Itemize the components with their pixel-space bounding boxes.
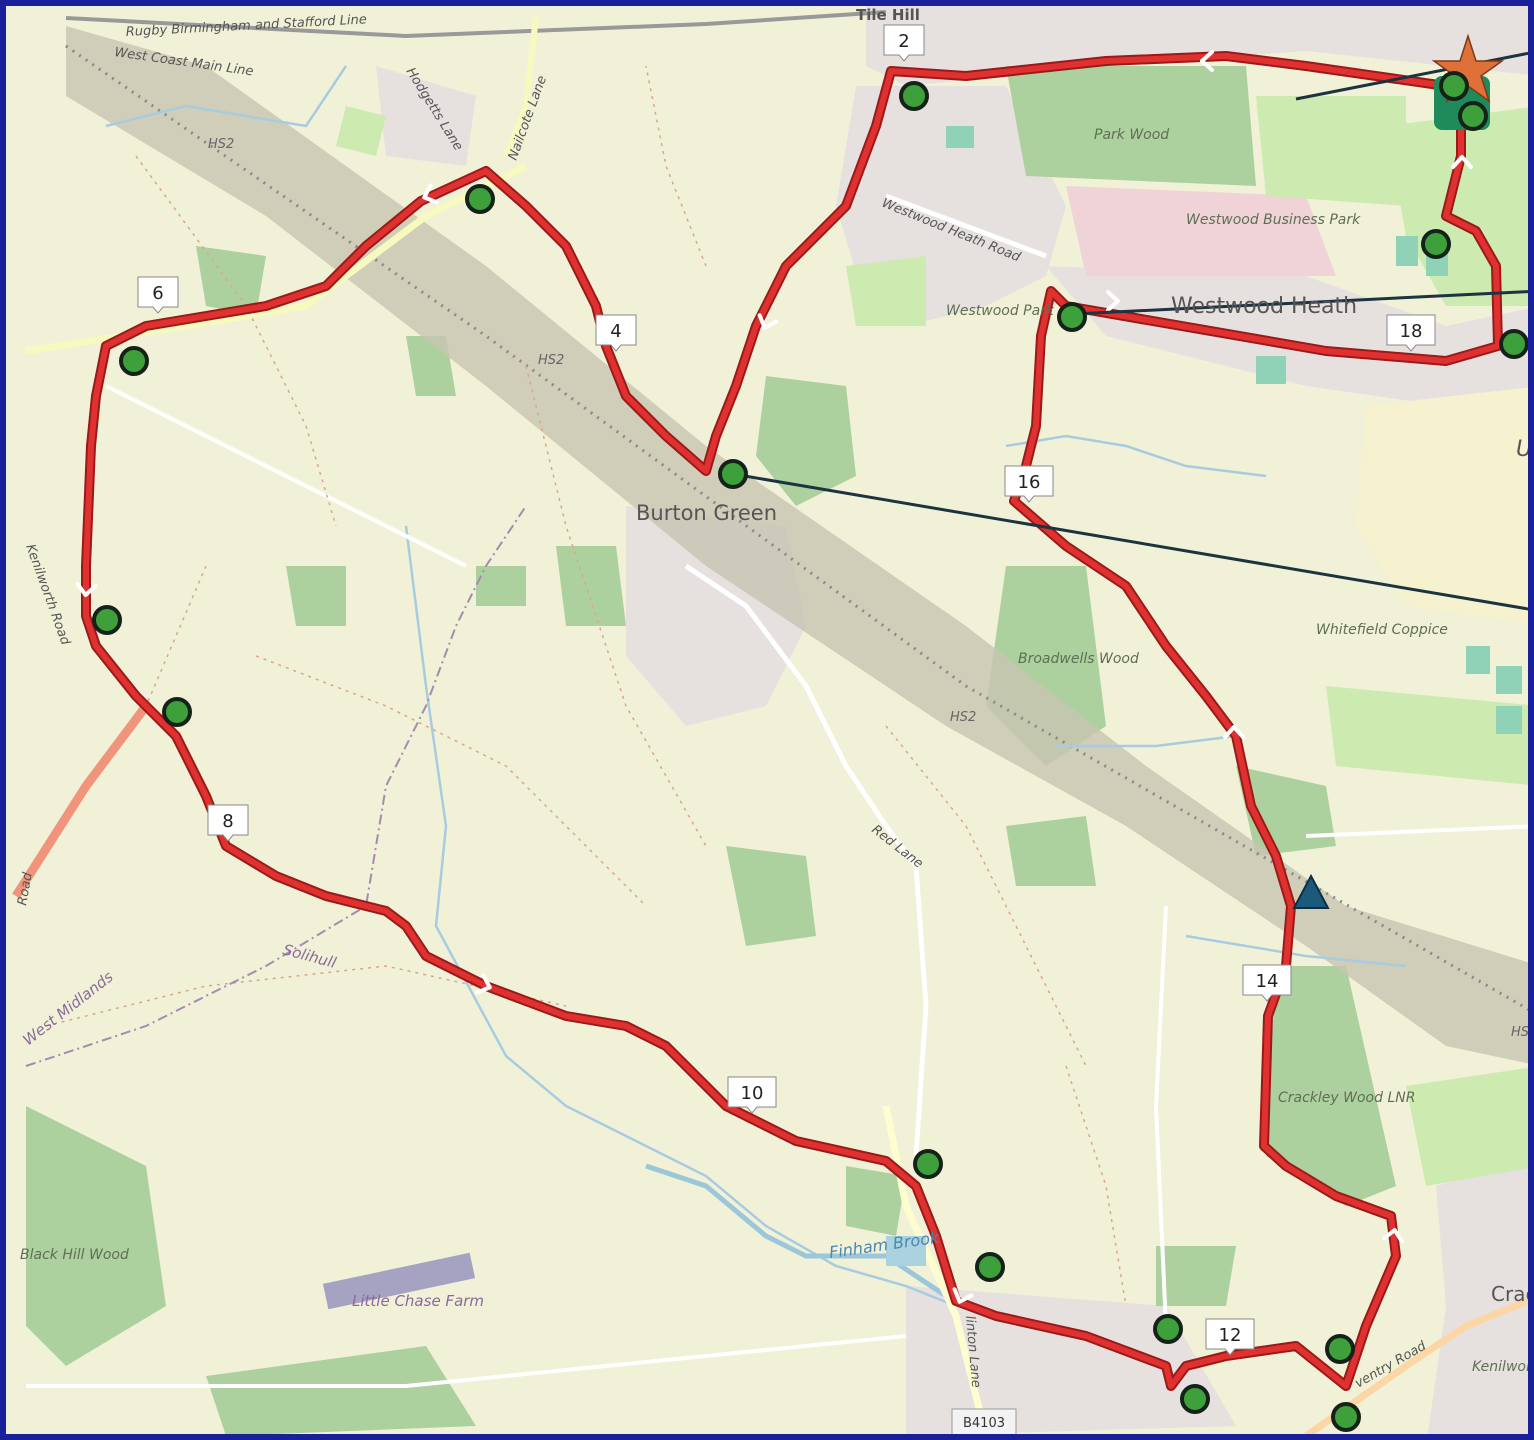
waypoint: [899, 81, 929, 111]
chevron-icon: [1382, 1228, 1404, 1244]
place-label-little-chase-farm: Little Chase Farm: [352, 1292, 484, 1310]
place-label-westwood-business-park: Westwood Business Park: [1186, 212, 1361, 228]
road-label-glinton-lane: linton Lane: [962, 1315, 983, 1388]
airfield-runway: [322, 1252, 476, 1310]
place-label-kenilworth-common: Kenilwor Commo: [1472, 1359, 1534, 1375]
km-marker-12: 12: [1205, 1318, 1255, 1356]
chevron-icon: [1106, 290, 1120, 312]
km-marker-label: 16: [1018, 472, 1041, 493]
km-marker-label: 8: [222, 811, 233, 832]
hs2-label: HS2: [950, 710, 976, 725]
footpaths: [45, 65, 1127, 1307]
km-marker-4: 4: [595, 314, 637, 352]
km-marker-label: 12: [1219, 1325, 1242, 1346]
chevron-icon: [1223, 725, 1245, 739]
km-marker-label: 18: [1400, 321, 1423, 342]
waypoints[interactable]: [92, 71, 1528, 1432]
waypoint: [1499, 329, 1528, 359]
chevron-icon: [757, 313, 779, 330]
direction-arrows: [75, 50, 1473, 1304]
km-marker-14: 14: [1242, 964, 1292, 1002]
hs2-label: HS2: [208, 137, 234, 152]
place-label-university: Ur of: [1516, 437, 1534, 462]
km-marker-2: 2: [883, 24, 925, 62]
waypoint: [1439, 71, 1469, 101]
place-label-tile-hill: Tile Hill: [856, 6, 920, 24]
place-label-whitefield-coppice: Whitefield Coppice: [1316, 622, 1448, 638]
place-label-westwood-park: Westwood Park: [946, 303, 1055, 319]
km-marker-label: 14: [1256, 971, 1279, 992]
place-label-crackley: Crac: [1491, 1282, 1534, 1306]
km-marker-10: 10: [727, 1076, 777, 1114]
hs2-label: HS2: [1511, 1025, 1534, 1040]
chevron-icon: [1451, 155, 1473, 169]
km-marker-label: 4: [610, 321, 621, 342]
hs2-corridor: [66, 26, 1528, 1064]
railway-top: [65, 10, 887, 39]
place-label-burton-green: Burton Green: [636, 501, 777, 525]
chevron-icon: [475, 973, 492, 995]
chevron-icon: [75, 582, 98, 597]
waypoint: [913, 1149, 943, 1179]
km-marker-label: 6: [152, 283, 163, 304]
waypoint: [1180, 1384, 1210, 1414]
hs2-label: HS2: [538, 353, 564, 368]
pond: [886, 1236, 926, 1266]
place-label-westwood-heath: Westwood Heath: [1171, 294, 1357, 319]
place-label-broadwells-wood: Broadwells Wood: [1018, 651, 1139, 667]
place-label-park-wood: Park Wood: [1094, 127, 1169, 143]
callout-lines: [732, 51, 1528, 611]
triangle-icon[interactable]: [1292, 873, 1330, 909]
waypoint: [718, 459, 748, 489]
waypoint: [1325, 1334, 1355, 1364]
km-marker-18: 18: [1386, 314, 1436, 352]
place-label-black-hill-wood: Black Hill Wood: [20, 1247, 129, 1263]
waypoint: [1153, 1314, 1183, 1344]
chevron-icon: [952, 1287, 974, 1304]
km-marker-16: 16: [1004, 465, 1054, 503]
waypoint: [975, 1252, 1005, 1282]
waypoint: [1421, 229, 1451, 259]
university-campus: [1356, 387, 1528, 625]
streams: [105, 65, 1407, 1308]
km-marker-8: 8: [207, 804, 249, 842]
waypoint: [1057, 302, 1087, 332]
waypoint: [465, 184, 495, 214]
road-shield: [951, 1408, 1017, 1434]
road-shield-label: B4103: [963, 1416, 1005, 1431]
waypoint: [1331, 1402, 1361, 1432]
waypoint: [119, 346, 149, 376]
waypoint: [92, 605, 122, 635]
route-map[interactable]: 2 4 6 8 10 12 14 16 18 B4103 Tile Hill B…: [6, 6, 1534, 1440]
km-marker-6: 6: [137, 276, 179, 314]
km-marker-label: 10: [741, 1083, 764, 1104]
km-marker-label: 2: [898, 31, 909, 52]
chevron-icon: [422, 183, 439, 205]
road-label-road: Road: [15, 871, 36, 907]
route-line-core: [83, 53, 1501, 1389]
waypoint: [162, 697, 192, 727]
chevron-icon: [1200, 50, 1214, 72]
business-park: [1066, 186, 1336, 276]
waypoint: [1458, 101, 1488, 131]
place-label-crackley-wood: Crackley Wood LNR: [1278, 1090, 1415, 1106]
